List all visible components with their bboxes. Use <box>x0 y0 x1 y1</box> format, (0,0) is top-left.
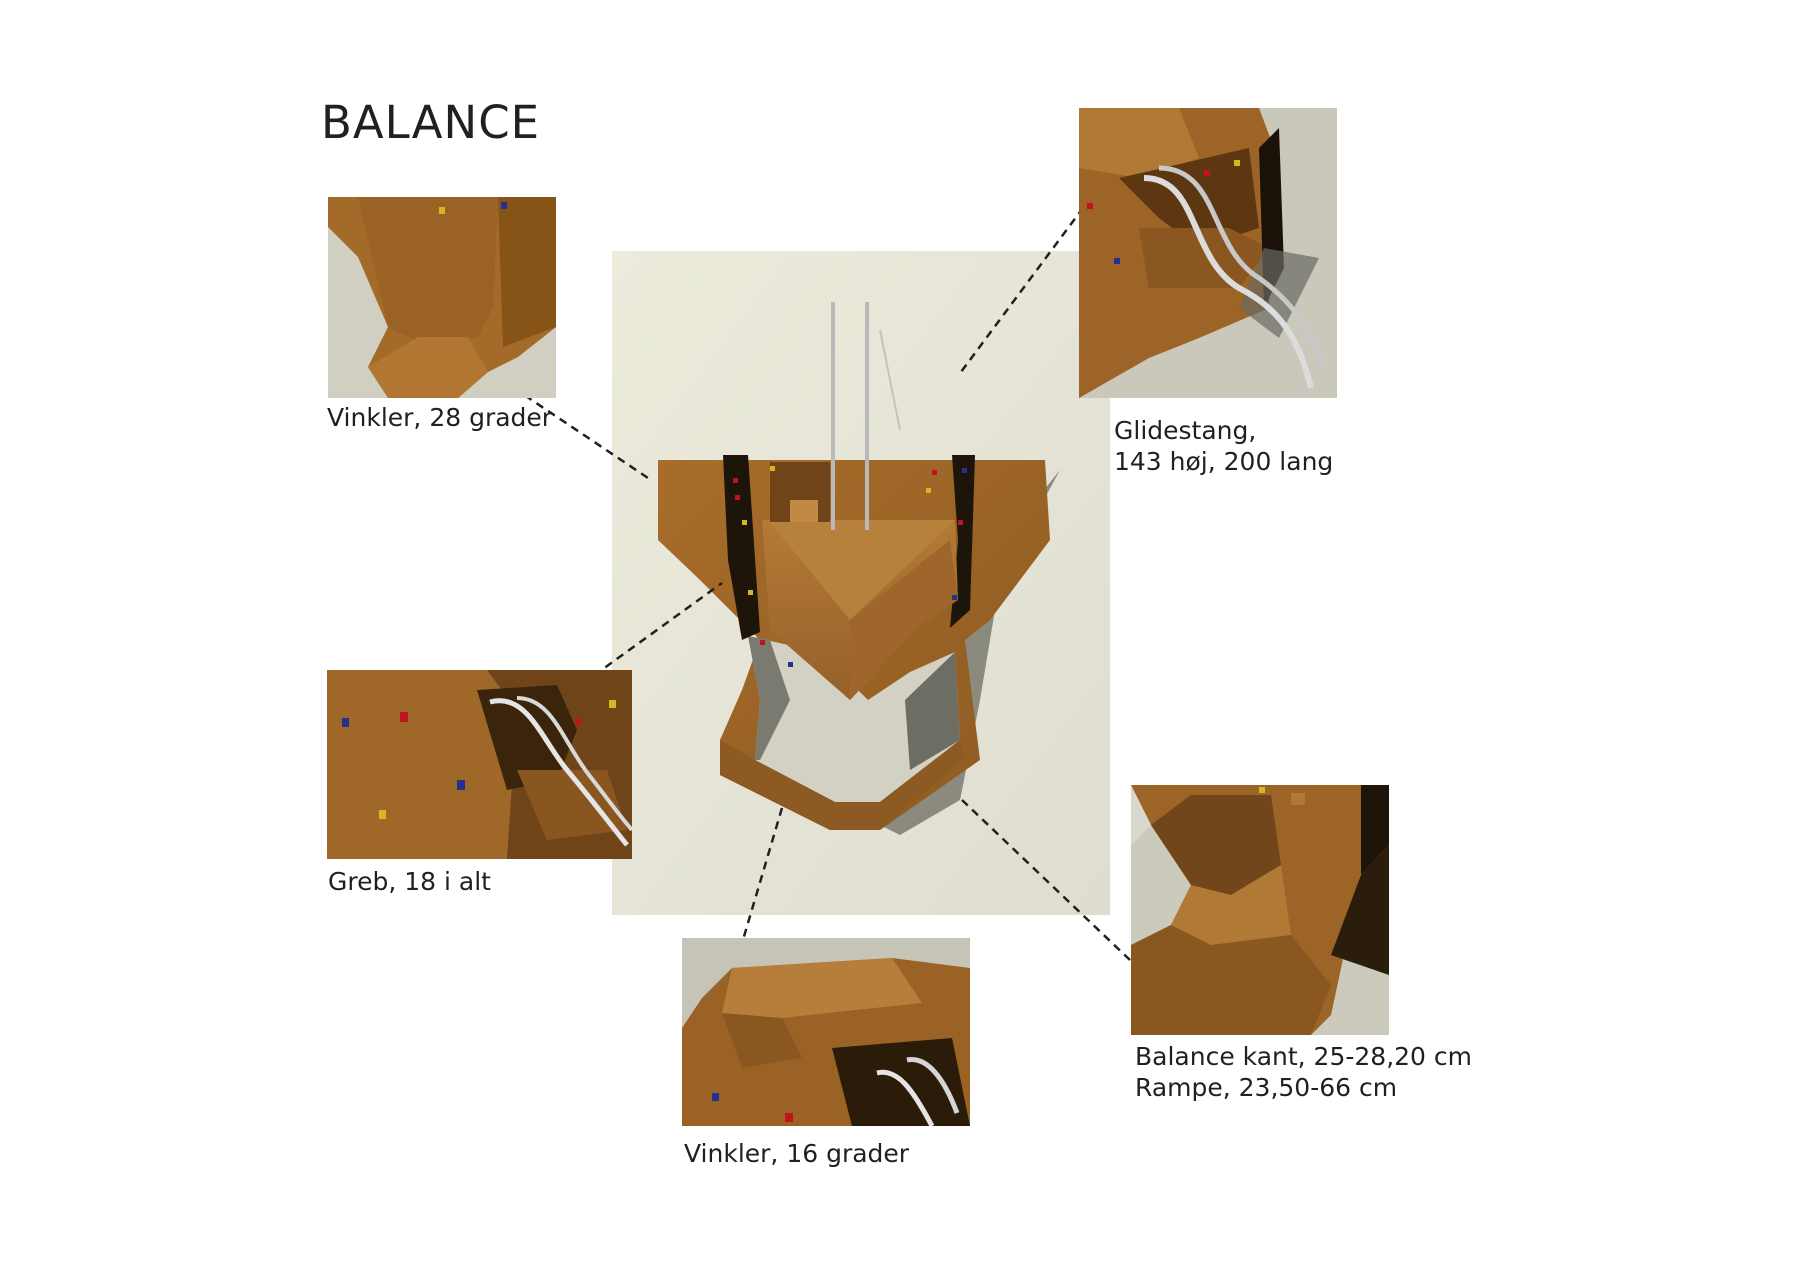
caption-balance-edge-line1: Balance kant, 25-28,20 cm <box>1135 1042 1472 1071</box>
slide-pole-left <box>831 302 835 530</box>
detail-angle-16 <box>682 938 970 1126</box>
caption-balance-edge-line2: Rampe, 23,50-66 cm <box>1135 1073 1398 1102</box>
caption-slide-pole: Glidestang, 143 høj, 200 lang <box>1114 415 1333 477</box>
climbing-structure <box>658 302 1050 830</box>
detail-holds <box>327 670 632 859</box>
caption-slide-pole-line2: 143 høj, 200 lang <box>1114 447 1334 476</box>
caption-angle-28: Vinkler, 28 grader <box>327 403 553 432</box>
caption-angle-16: Vinkler, 16 grader <box>684 1139 910 1168</box>
structure-opening <box>748 636 960 802</box>
detail-angle-28 <box>328 197 556 398</box>
detail-slide-pole <box>1079 108 1337 398</box>
caption-slide-pole-line1: Glidestang, <box>1114 416 1257 445</box>
detail-balance-edge <box>1131 785 1389 1035</box>
caption-holds: Greb, 18 i alt <box>328 867 491 896</box>
climbing-holds <box>733 466 967 667</box>
page-title: BALANCE <box>321 96 541 149</box>
caption-balance-edge: Balance kant, 25-28,20 cm Rampe, 23,50-6… <box>1135 1041 1472 1103</box>
balance-edge <box>720 740 965 830</box>
slide-pole-right <box>865 302 869 530</box>
